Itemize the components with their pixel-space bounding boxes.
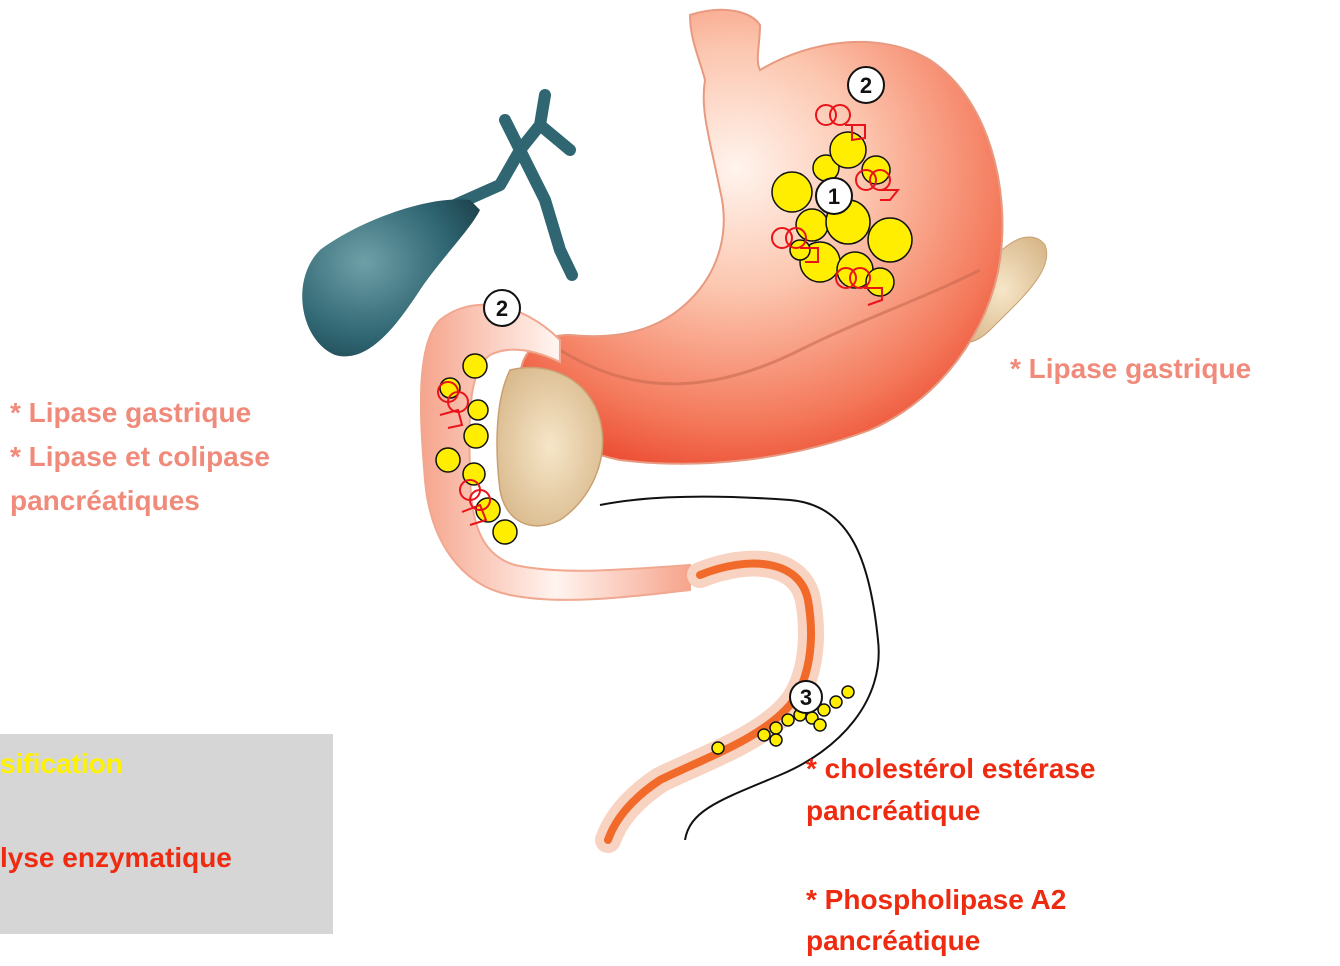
intestine-enzyme-label-4: pancréatique (806, 924, 980, 958)
duodenum-enzyme-label-2: * Lipase et colipase (10, 440, 270, 474)
duodenum-enzyme-label-1: * Lipase gastrique (10, 396, 251, 430)
marker-intestine: 3 (790, 681, 822, 713)
duodenum-enzyme-label-3: pancréatiques (10, 484, 200, 518)
svg-text:3: 3 (800, 685, 812, 710)
intestine-enzyme-label-3: * Phospholipase A2 (806, 883, 1066, 917)
svg-text:2: 2 (496, 296, 508, 321)
svg-text:1: 1 (828, 184, 840, 209)
intestine-enzyme-label-1: * cholestérol estérase (806, 752, 1096, 786)
stomach (520, 10, 1002, 464)
marker-stomach-middle: 1 (816, 178, 852, 214)
intestine-enzyme-label-2: pancréatique (806, 794, 980, 828)
marker-stomach-top: 2 (848, 67, 884, 103)
bile-duct (455, 95, 572, 275)
stomach-enzyme-label: * Lipase gastrique (1010, 352, 1251, 386)
marker-duodenum: 2 (484, 290, 520, 326)
info-box-line: lyse enzymatique (0, 842, 232, 874)
svg-text:2: 2 (860, 73, 872, 98)
info-box-title: sification (0, 748, 123, 780)
